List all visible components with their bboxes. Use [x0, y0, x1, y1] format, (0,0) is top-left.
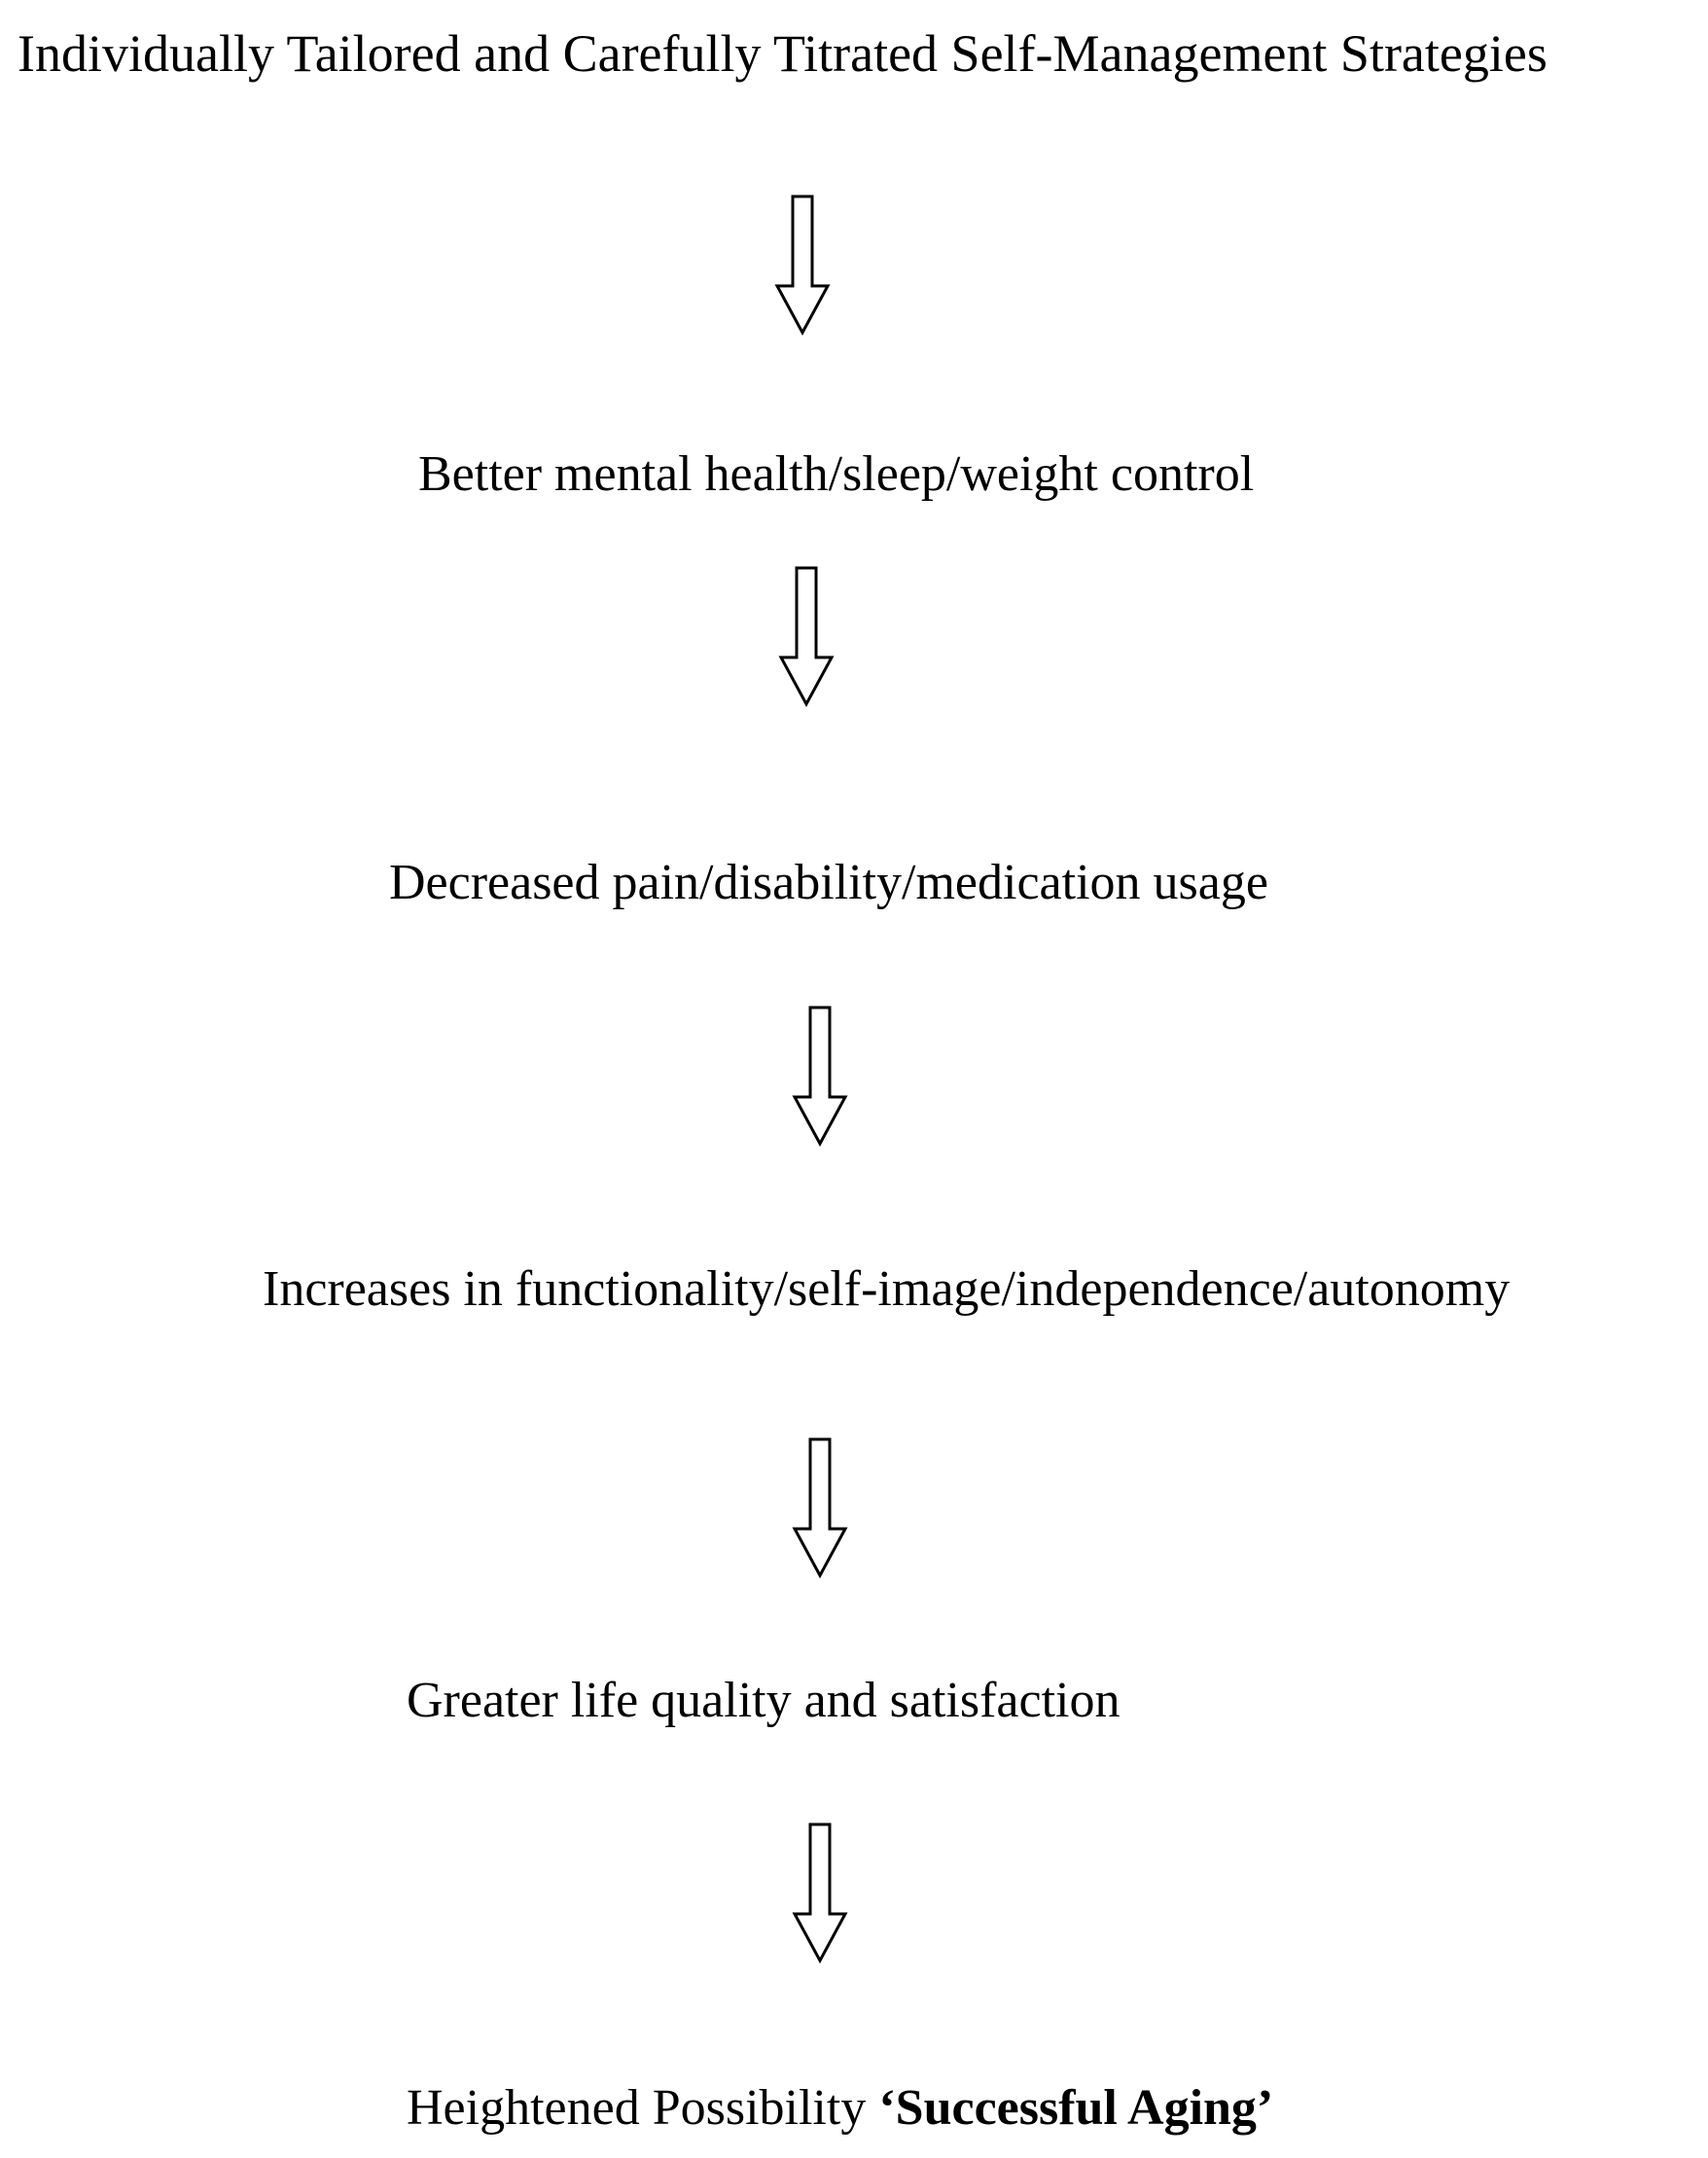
successful-aging-emphasis: ‘Successful Aging’	[878, 2080, 1274, 2136]
down-arrow-icon	[792, 1822, 848, 1964]
step-functionality: Increases in functionality/self-image/in…	[263, 1261, 1511, 1317]
step-successful-aging-lead: Heightened Possibility	[407, 2080, 879, 2136]
step-strategies: Individually Tailored and Carefully Titr…	[18, 24, 1548, 83]
down-arrow-icon	[792, 1437, 848, 1579]
down-arrow-icon	[792, 1006, 848, 1148]
step-mental-health: Better mental health/sleep/weight contro…	[418, 446, 1255, 502]
step-successful-aging: Heightened Possibility ‘Successful Aging…	[407, 2083, 1273, 2134]
step-life-quality: Greater life quality and satisfaction	[407, 1673, 1121, 1728]
down-arrow-icon	[774, 195, 831, 336]
down-arrow-icon	[778, 566, 835, 708]
step-decreased-pain: Decreased pain/disability/medication usa…	[389, 855, 1268, 910]
